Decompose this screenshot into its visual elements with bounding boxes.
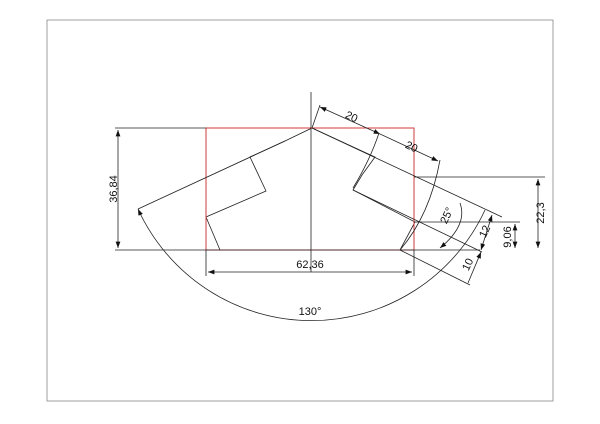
dim-height-right: 22,3 [535, 202, 547, 223]
right-upper-line [311, 127, 503, 218]
sheet-frame [46, 19, 554, 402]
dim-top-length-1: 20 [343, 109, 359, 125]
left-extension [137, 140, 286, 210]
ext-line [311, 104, 321, 129]
dim-height-step: 9,06 [502, 226, 514, 247]
dim-line-20b [379, 133, 439, 162]
dim-line-10 [467, 251, 482, 284]
dim-height-total: 36,84 [108, 175, 120, 203]
dim-width-total: 62,36 [296, 259, 324, 271]
bottom-extension [399, 249, 471, 286]
dim-bottom-offset: 10 [460, 257, 476, 273]
dim-angle-small: 25° [438, 206, 456, 226]
dim-arc-130 [137, 208, 486, 322]
right-lower-line [352, 189, 483, 253]
hatched-section [205, 127, 416, 251]
dim-arc-25 [439, 202, 463, 249]
ext-arc [399, 159, 441, 251]
dim-depth: 12 [477, 224, 493, 240]
bounding-box [205, 127, 415, 251]
ext-arc [352, 132, 380, 189]
dim-angle-total: 130° [299, 306, 322, 318]
dim-line-12 [480, 214, 493, 251]
dim-line-20a [319, 106, 381, 135]
dim-top-length-2: 20 [403, 139, 419, 155]
